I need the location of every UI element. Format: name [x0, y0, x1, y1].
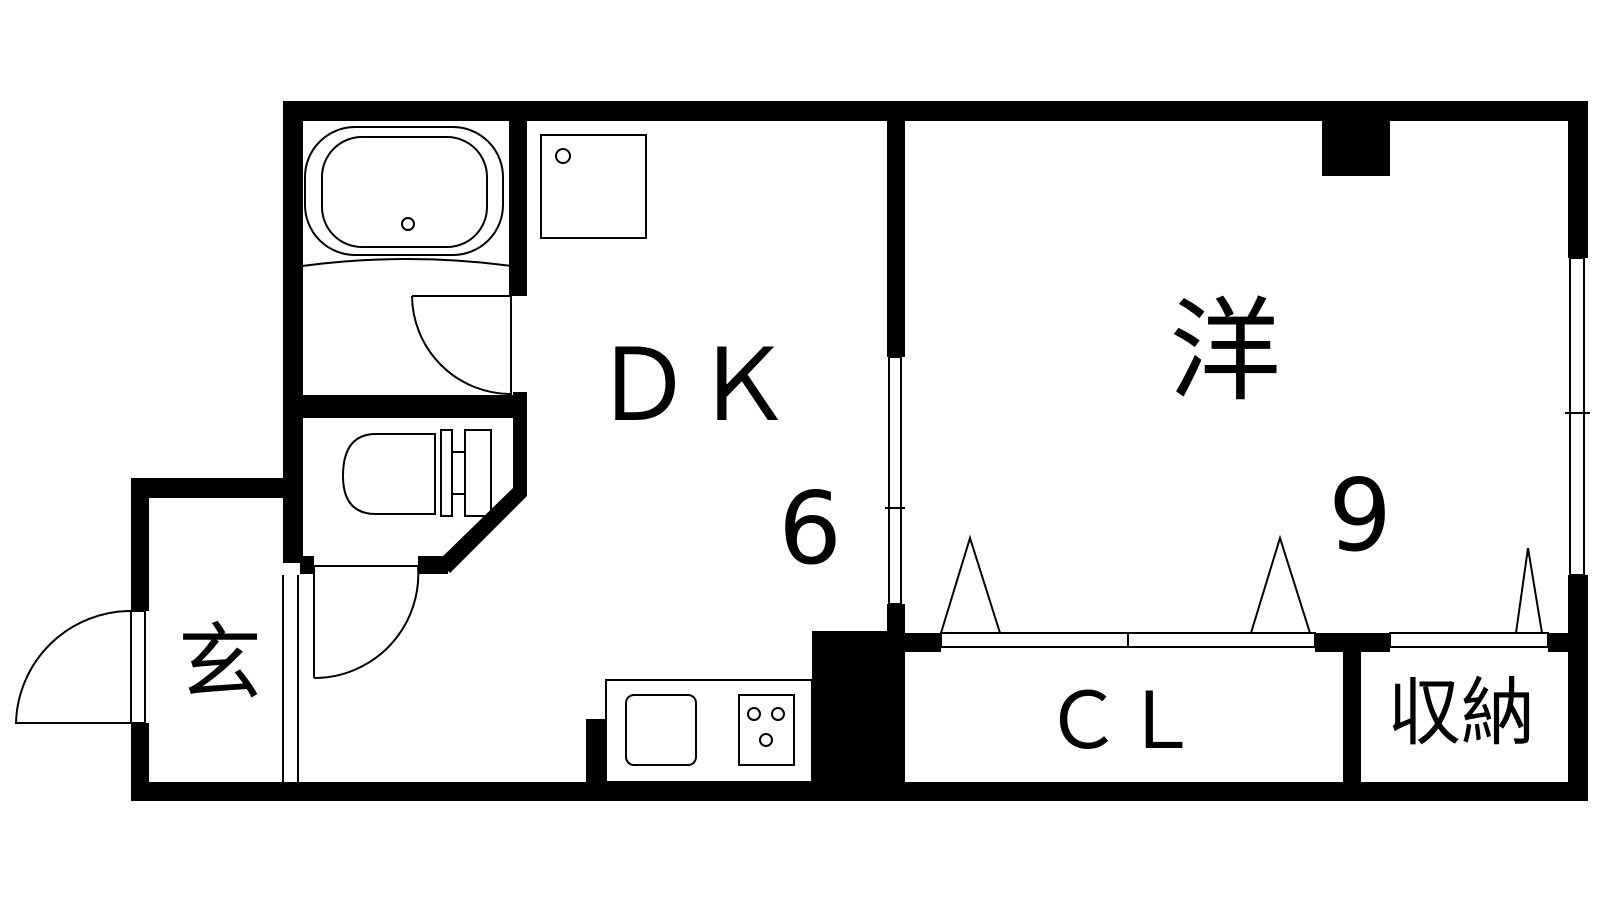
stove-icon	[738, 694, 795, 766]
bath-door	[411, 295, 512, 396]
window-east	[1565, 257, 1590, 576]
closet-doors	[940, 632, 1549, 648]
walls	[131, 101, 1588, 801]
room-label-closet: ＣＬ	[1044, 677, 1200, 767]
bathtub-icon	[301, 126, 513, 267]
washing-machine-icon	[540, 134, 647, 239]
toilet-door	[313, 565, 420, 680]
room-label-storage: 収納	[1387, 670, 1535, 756]
room-label-western: 洋	[1169, 287, 1281, 417]
room-label-entrance: 玄	[178, 614, 262, 712]
toilet-icon	[341, 429, 492, 517]
room-size-western: 9	[1328, 457, 1392, 574]
room-size-dk: 6	[778, 470, 842, 587]
room-label-dk: ＤＫ	[593, 327, 793, 444]
closet-door-swing	[940, 534, 1543, 634]
sliding-door-dk	[885, 356, 905, 605]
